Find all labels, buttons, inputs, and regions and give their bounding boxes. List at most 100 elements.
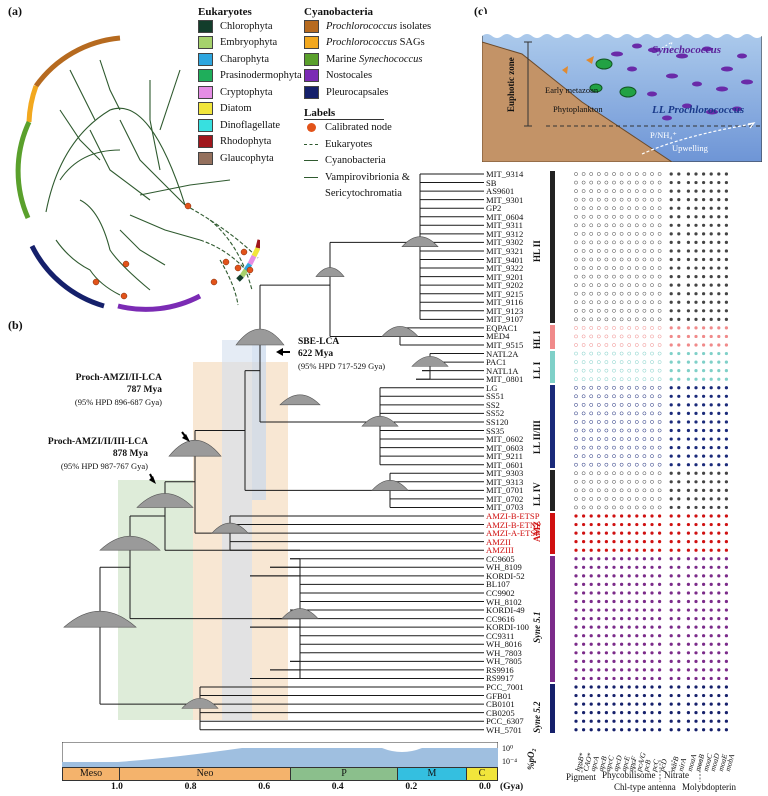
gene-dot (619, 232, 624, 236)
gene-dot (612, 445, 616, 450)
gene-dot (642, 676, 646, 681)
gene-dot (589, 462, 594, 467)
gene-dot (634, 403, 639, 407)
gene-dot (709, 180, 713, 185)
gene-dot (612, 668, 616, 672)
gene-dot (596, 317, 601, 322)
gene-dot (657, 360, 662, 364)
gene-dot (650, 497, 654, 501)
gene-dot (581, 505, 586, 510)
gene-dot (686, 574, 690, 578)
gene-dot (627, 385, 632, 390)
gene-dot (627, 685, 631, 689)
gene-dot (686, 634, 690, 638)
gene-dot (677, 565, 681, 569)
gene-dot (589, 240, 594, 245)
gene-dot (686, 702, 690, 706)
solid-line-icon (304, 176, 318, 178)
gene-dot (574, 317, 578, 322)
gene-dot (581, 317, 586, 322)
gene-dot (657, 291, 662, 296)
gene-dot (619, 497, 624, 501)
taxon-label: MIT_0701 (486, 485, 524, 496)
gene-dot (686, 292, 690, 296)
gene-dot (612, 437, 616, 441)
gene-dot (709, 215, 713, 219)
gene-dot (574, 634, 578, 638)
gene-dot (657, 308, 662, 313)
gene-dot (657, 180, 662, 185)
gene-dot (589, 454, 594, 458)
legend-item-cyano-1: Prochlorococcus SAGs (304, 35, 431, 52)
gene-dot (642, 471, 647, 476)
gene-dot (677, 420, 681, 424)
gene-dot (581, 411, 586, 416)
gene-dot (581, 283, 586, 288)
gene-dot (596, 283, 601, 288)
gene-dot (596, 471, 601, 476)
legend-swatch (304, 52, 319, 66)
gene-dot (694, 497, 698, 501)
gene-dot (694, 625, 698, 629)
gene-dot (686, 454, 690, 458)
gene-dot (581, 308, 586, 313)
gene-dot (669, 693, 673, 698)
clade-label: HL I (532, 330, 542, 349)
gene-dot (582, 565, 586, 569)
legend-swatch (198, 52, 213, 66)
gene-dot (669, 437, 673, 441)
gene-dot (627, 591, 631, 595)
gene-dot (677, 369, 681, 373)
age-density (211, 522, 249, 534)
gene-dot (634, 334, 639, 339)
gene-dot (635, 514, 639, 518)
age-density (315, 267, 345, 277)
gene-dot (717, 180, 721, 185)
clade-bar (550, 513, 555, 554)
gene-dot (597, 522, 601, 527)
gene-dot (650, 548, 654, 552)
gene-dot (658, 574, 662, 578)
gene-dot (686, 728, 690, 732)
gene-dot (724, 522, 728, 527)
gene-dot (650, 565, 654, 569)
gene-dot (589, 617, 593, 621)
gene-dot (709, 172, 713, 176)
gene-dot (634, 240, 639, 245)
gene-dot (620, 540, 624, 544)
gene-dot (604, 514, 608, 518)
gene-dot (612, 343, 616, 347)
gene-dot (574, 308, 578, 313)
gene-dot (717, 540, 721, 544)
gene-dot (574, 385, 578, 390)
gene-dot (658, 608, 662, 612)
gene-dot (589, 360, 594, 364)
gene-dot (589, 599, 593, 604)
gene-dot (669, 711, 673, 715)
gene-dot (669, 394, 673, 398)
gene-dot (709, 437, 713, 441)
gene-dot (596, 300, 601, 305)
gene-dot (581, 385, 586, 390)
gene-dot (582, 693, 586, 698)
gene-dot (702, 599, 706, 604)
legend-item-label: Nostocales (326, 70, 373, 82)
gene-dot (669, 728, 673, 732)
legend-item-embryophyta: Embryophyta (198, 35, 302, 52)
gene-dot (642, 411, 647, 416)
gene-dot (717, 266, 721, 270)
gene-dot (581, 462, 586, 467)
gene-dot (612, 728, 616, 732)
gene-dot (650, 394, 654, 399)
gene-dot (709, 651, 713, 655)
gene-dot (724, 557, 728, 561)
taxon-label: GP2 (486, 203, 502, 214)
gene-dot (574, 617, 578, 621)
gene-dot (596, 368, 601, 373)
taxon-label: MIT_9211 (486, 451, 523, 462)
gene-dot (669, 292, 673, 296)
gene-dot (709, 275, 713, 279)
gene-dot (581, 291, 586, 296)
gene-dot (589, 711, 593, 715)
gene-dot (604, 437, 609, 441)
